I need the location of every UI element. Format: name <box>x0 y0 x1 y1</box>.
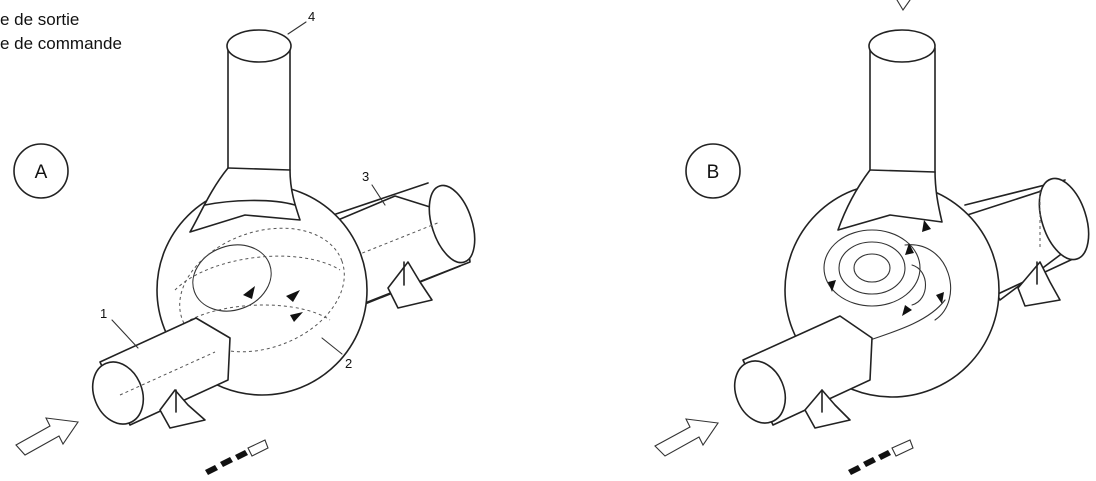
legend-line-sortie: e de sortie <box>0 10 80 29</box>
svg-text:1: 1 <box>100 306 107 321</box>
legend-line-commande: e de commande <box>0 34 122 53</box>
inflow-arrow-a <box>15 417 79 456</box>
callout-2: 2 <box>321 337 352 371</box>
callout-1: 1 <box>100 306 139 349</box>
legend: e de sortie e de commande <box>0 8 122 56</box>
view-a-label: A <box>13 143 69 199</box>
view-b-label: B <box>685 143 741 199</box>
callout-4: 4 <box>287 9 315 35</box>
outlet-pipe-a <box>189 29 301 233</box>
view-a: A <box>13 9 476 475</box>
scale-marker-b <box>848 439 914 475</box>
callout-3: 3 <box>362 169 386 206</box>
view-b: B <box>654 0 1090 475</box>
outlet-pipe-b <box>837 29 943 231</box>
view-b-letter: B <box>707 162 720 183</box>
inflow-arrow-b <box>654 418 719 457</box>
svg-text:2: 2 <box>345 356 352 371</box>
svg-text:4: 4 <box>308 9 315 24</box>
view-a-letter: A <box>35 162 48 183</box>
inlet-pipe-b <box>733 315 873 429</box>
inlet-pipe-a <box>91 317 231 429</box>
top-arrow-b <box>896 0 911 12</box>
svg-text:3: 3 <box>362 169 369 184</box>
scale-marker-a <box>205 439 269 475</box>
